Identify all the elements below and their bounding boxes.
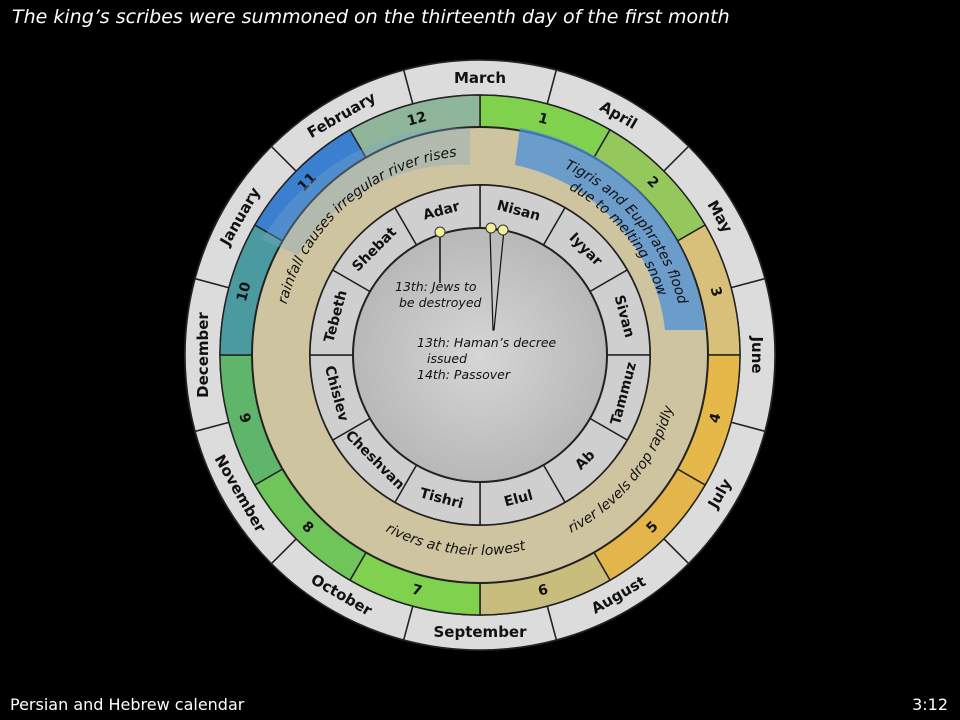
adar-note-line-2: be destroyed	[399, 295, 482, 310]
rainfall-season-shading	[262, 127, 470, 255]
persian-number-3: 3	[707, 285, 725, 299]
persian-number-10: 10	[234, 280, 255, 303]
persian-number-9: 9	[235, 411, 253, 425]
verse-reference: 3:12	[912, 695, 948, 714]
persian-number-4: 4	[707, 411, 725, 425]
persian-number-1: 1	[536, 110, 550, 128]
gregorian-label-september: September	[434, 623, 528, 641]
slide-caption: Persian and Hebrew calendar	[10, 695, 245, 714]
gregorian-label-march: March	[454, 69, 506, 87]
persian-number-12: 12	[405, 109, 428, 129]
nisan-note-line-1: 13th: Haman’s decree	[417, 335, 557, 350]
adar-13-marker	[434, 226, 446, 238]
hebrew-label-elul: Elul	[502, 487, 534, 510]
nisan-note-line-3: 14th: Passover	[417, 367, 511, 382]
persian-number-6: 6	[536, 582, 550, 600]
gregorian-label-june: June	[748, 335, 766, 373]
adar-note-line-1: 13th: Jews to	[395, 279, 477, 294]
hebrew-month-segments: NisanIyyarSivanTammuzAbElulTishriCheshva…	[309, 184, 651, 526]
nisan-13-marker	[485, 222, 497, 234]
flood-season-shading	[515, 128, 705, 330]
persian-number-7: 7	[410, 582, 424, 600]
nisan-note-line-2: issued	[427, 351, 467, 366]
gregorian-label-december: December	[194, 312, 212, 398]
slide-title: The king’s scribes were summoned on the …	[12, 6, 730, 28]
nisan-14-marker	[497, 224, 509, 236]
inner-disc	[352, 227, 608, 483]
